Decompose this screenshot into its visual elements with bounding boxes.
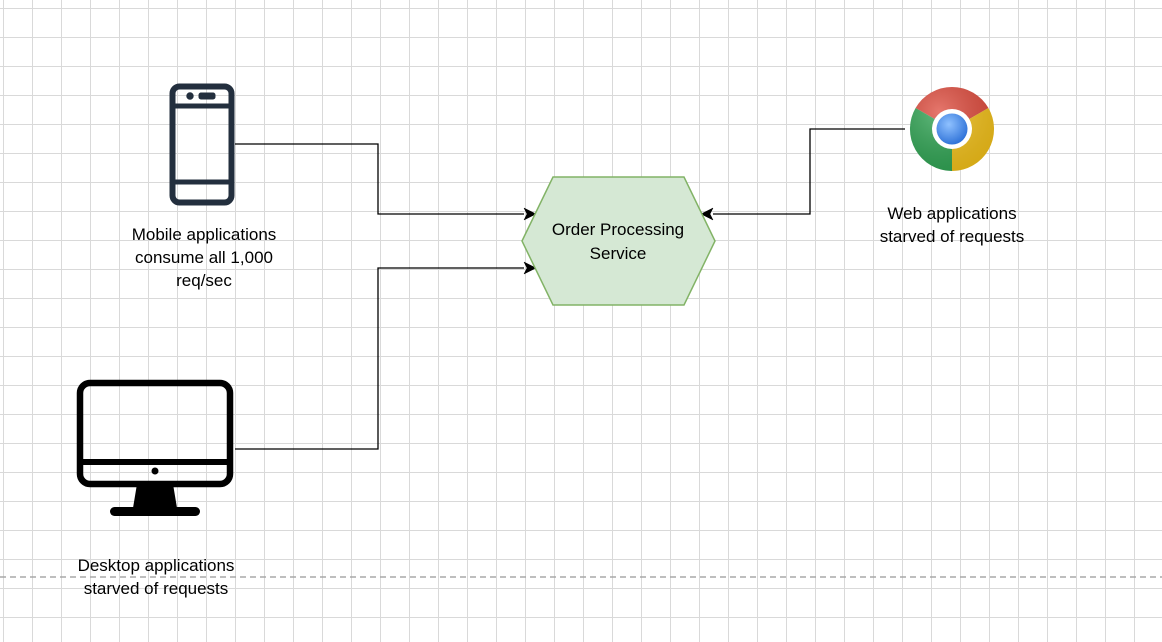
order-processing-service-label: Order Processing Service <box>523 218 713 266</box>
edge-mobile-to-service[interactable] <box>235 143 524 215</box>
edge-desktop-to-service[interactable] <box>235 267 524 450</box>
arrowhead-mobile <box>523 207 537 221</box>
order-processing-service-node[interactable] <box>521 176 716 306</box>
arrowhead-web <box>700 207 714 221</box>
edge-web-to-service[interactable] <box>713 128 905 215</box>
web-label-line: starved of requests <box>879 227 1025 246</box>
mobile-label-line: req/sec <box>176 271 232 290</box>
connectors <box>235 128 905 450</box>
arrowhead-desktop <box>523 261 537 275</box>
web-label-line: Web applications <box>887 204 1017 223</box>
desktop-label-line: starved of requests <box>83 579 229 598</box>
web-applications-label: Web applications starved of requests <box>832 202 1072 248</box>
service-label-line: Service <box>589 244 647 263</box>
desktop-monitor-icon[interactable] <box>76 379 234 516</box>
service-label-line: Order Processing <box>551 220 685 239</box>
chrome-browser-icon[interactable] <box>909 86 995 172</box>
desktop-label-line: Desktop applications <box>77 556 235 575</box>
desktop-applications-label: Desktop applications starved of requests <box>36 554 276 600</box>
mobile-label-line: consume all 1,000 <box>135 248 273 267</box>
mobile-applications-label: Mobile applications consume all 1,000 re… <box>84 223 324 292</box>
mobile-label-line: Mobile applications <box>131 225 277 244</box>
mobile-phone-icon[interactable] <box>169 83 235 206</box>
